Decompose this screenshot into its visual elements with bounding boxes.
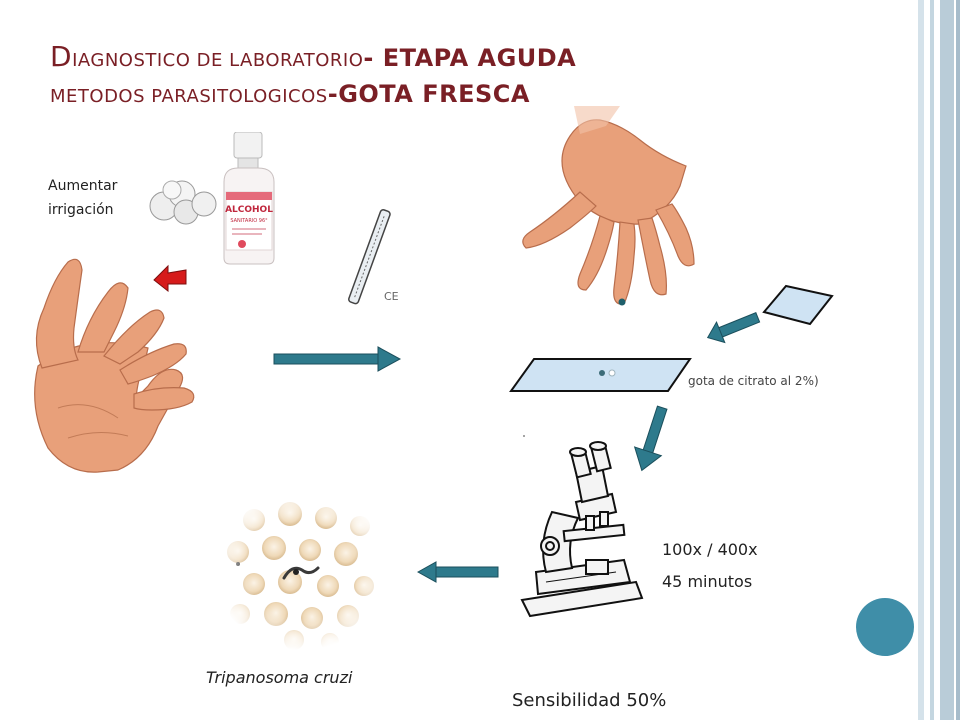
arrow-coverslip-to-slide <box>706 312 761 344</box>
side-bar-4 <box>956 0 960 720</box>
alcohol-label-text: ALCOHOL <box>225 205 273 215</box>
minutes-label: 45 minutos <box>662 572 753 591</box>
arrow-microscope-to-micrograph <box>416 561 499 583</box>
side-bar-3 <box>940 0 954 720</box>
hand-right-image <box>522 106 695 306</box>
arrow-slide-to-microscope <box>633 405 668 472</box>
organism-label: Tripanosoma cruzi <box>206 668 353 687</box>
red-arrow-icon <box>153 264 187 292</box>
title-line-1: DIAGNOSTICO DE LABORATORIO- ETAPA AGUDA <box>50 40 576 73</box>
blood-drop-icon <box>618 298 626 306</box>
title-line2-smallcaps: METODOS PARASITOLOGICOS <box>50 86 328 107</box>
glass-slide-image <box>509 358 692 392</box>
cotton-balls-image <box>149 180 217 225</box>
hand-left-image <box>34 258 195 473</box>
side-bar-2 <box>930 0 934 720</box>
title-line-2: METODOS PARASITOLOGICOS-GOTA FRESCA <box>50 80 530 108</box>
microscope-image <box>520 435 644 618</box>
arrow-right-main <box>273 346 402 372</box>
sample-drop-2-icon <box>608 369 616 377</box>
lancet-image: CE <box>348 209 399 305</box>
title-line2-bold: -GOTA FRESCA <box>327 80 530 108</box>
title-line1-bold: - ETAPA AGUDA <box>363 44 577 72</box>
title-first-letter: D <box>50 40 73 73</box>
decorative-circle <box>856 598 914 656</box>
sample-drop-1-icon <box>599 370 605 376</box>
sensitivity-label: Sensibilidad 50% <box>512 690 667 711</box>
magnification-label: 100x / 400x <box>662 540 758 559</box>
ce-mark-text: CE <box>384 290 399 303</box>
gota-label: gota de citrato al 2%) <box>688 374 819 388</box>
cover-slip-image <box>762 284 834 326</box>
alcohol-sub-text: SANITARIO 96° <box>230 218 268 224</box>
aumentar-label: Aumentar <box>48 178 118 194</box>
alcohol-bottle-image: ALCOHOL SANITARIO 96° <box>223 132 275 265</box>
title-line1-smallcaps: IAGNOSTICO DE LABORATORIO <box>72 50 364 71</box>
irrigacion-label: irrigación <box>48 202 114 218</box>
micrograph-image <box>214 490 390 650</box>
side-bar-1 <box>918 0 924 720</box>
